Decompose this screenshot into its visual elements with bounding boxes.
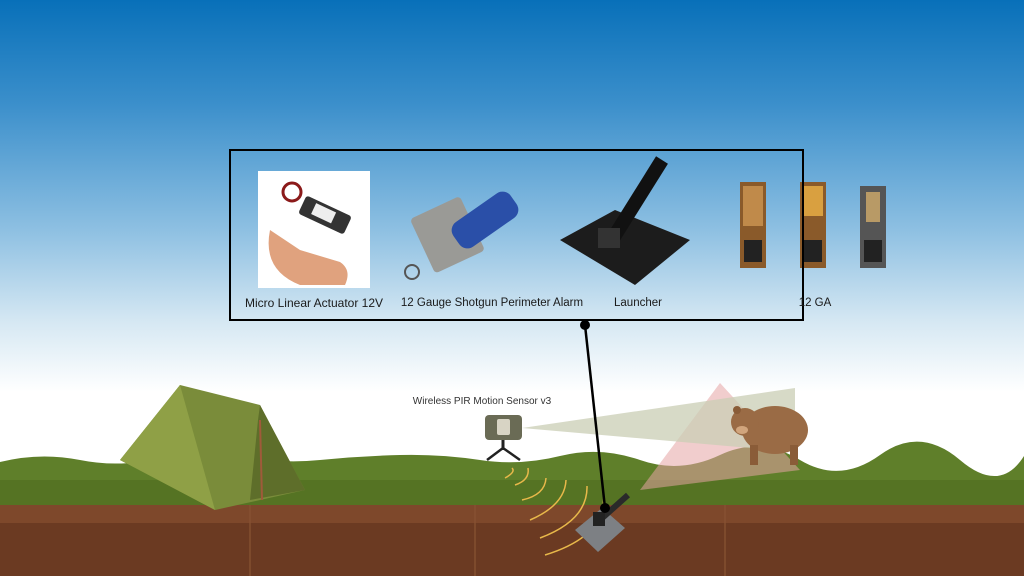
launcher-image [560,156,690,285]
tent-illustration [120,385,305,510]
sensor-beam [522,388,795,452]
components-panel [229,149,804,321]
launcher-buried-illustration [575,492,630,552]
shells-label: 12 GA [798,297,832,309]
alarm-label: 12 Gauge Shotgun Perimeter Alarm [400,297,584,309]
pir-sensor-illustration [485,415,522,462]
bear-illustration [731,406,808,465]
connector-dot-top [580,320,590,330]
shell-images [740,182,886,268]
shotgun-alarm-image [404,191,519,280]
launcher-label: Launcher [614,297,662,309]
sensor-label: Wireless PIR Motion Sensor v3 [412,396,552,407]
connector-dot-bottom [600,503,610,513]
connector-line [583,324,607,509]
actuator-image [258,171,370,288]
actuator-label: Micro Linear Actuator 12V [244,296,384,310]
